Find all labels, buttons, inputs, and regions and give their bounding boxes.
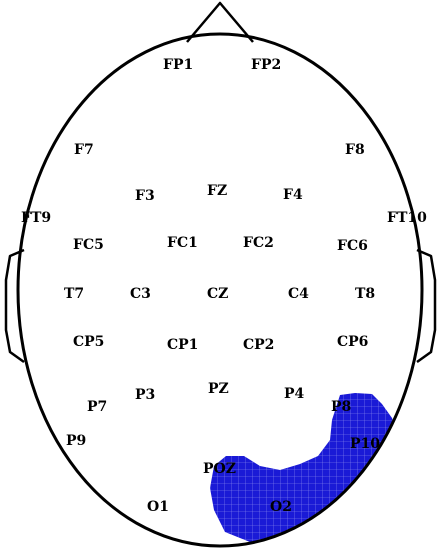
right-ear xyxy=(416,248,437,364)
electrode-t7: T7 xyxy=(64,286,84,302)
electrode-o2: O2 xyxy=(270,499,292,515)
electrode-cp2: CP2 xyxy=(243,337,274,353)
electrode-p9: P9 xyxy=(66,433,86,449)
electrode-labels: FP1 FP2 F7 F8 F3 FZ F4 FT9 FT10 FC5 FC1 … xyxy=(21,57,427,515)
electrode-fc6: FC6 xyxy=(337,238,368,254)
electrode-fc2: FC2 xyxy=(243,235,274,251)
electrode-cp6: CP6 xyxy=(337,334,368,350)
electrode-fc1: FC1 xyxy=(167,235,198,251)
nose xyxy=(186,1,254,43)
electrode-fc5: FC5 xyxy=(73,237,104,253)
electrode-f4: F4 xyxy=(283,187,303,203)
electrode-p3: P3 xyxy=(135,387,155,403)
electrode-o1: O1 xyxy=(147,499,169,515)
electrode-cp5: CP5 xyxy=(73,334,104,350)
electrode-p8: P8 xyxy=(331,399,351,415)
electrode-fp2: FP2 xyxy=(251,57,281,73)
electrode-p10: P10 xyxy=(350,436,380,452)
electrode-cp1: CP1 xyxy=(167,337,198,353)
electrode-c3: C3 xyxy=(130,286,151,302)
electrode-p4: P4 xyxy=(284,386,305,402)
electrode-f8: F8 xyxy=(345,142,365,158)
electrode-t8: T8 xyxy=(355,286,375,302)
electrode-p7: P7 xyxy=(87,399,107,415)
electrode-ft10: FT10 xyxy=(387,210,427,226)
electrode-poz: POZ xyxy=(203,461,236,477)
electrode-cz: CZ xyxy=(207,286,228,302)
head-outline xyxy=(16,32,424,548)
electrode-c4: C4 xyxy=(288,286,309,302)
electrode-f3: F3 xyxy=(135,188,155,204)
electrode-ft9: FT9 xyxy=(21,210,51,226)
electrode-f7: F7 xyxy=(74,142,94,158)
electrode-fz: FZ xyxy=(207,183,227,199)
electrode-pz: PZ xyxy=(208,381,229,397)
left-ear xyxy=(4,248,25,364)
electrode-fp1: FP1 xyxy=(163,57,193,73)
